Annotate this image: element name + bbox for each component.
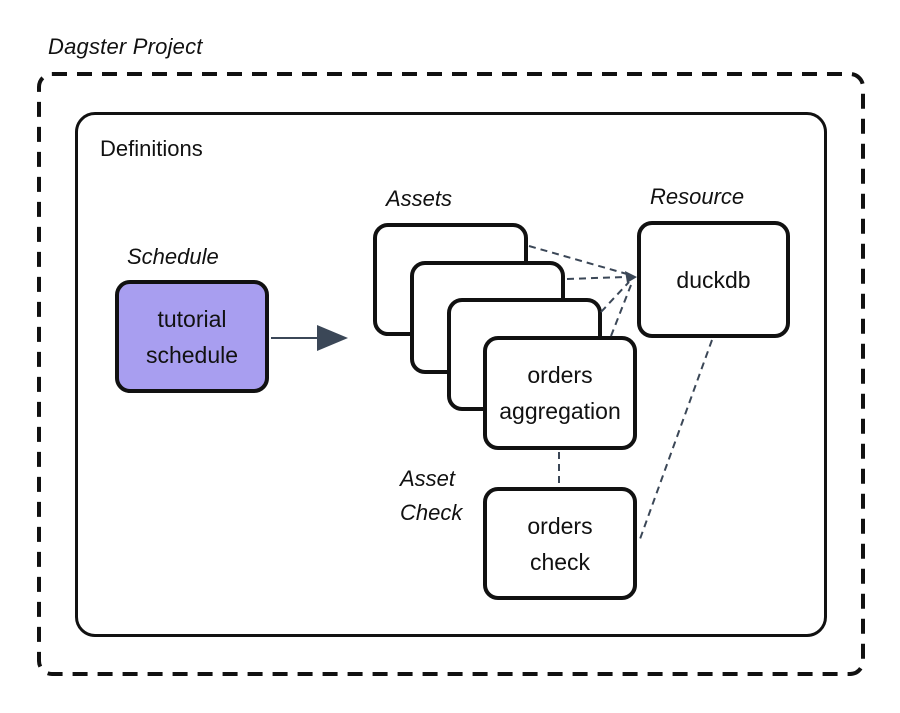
resource-label: Resource <box>650 184 745 209</box>
schedule-label: Schedule <box>127 244 219 269</box>
diagram-title: Dagster Project <box>48 34 203 59</box>
asset-check-label: Asset Check <box>400 466 463 525</box>
tutorial-schedule-node: tutorial schedule <box>115 280 269 393</box>
tutorial-schedule-node-label: tutorial schedule <box>145 305 239 368</box>
duckdb-node-label: duckdb <box>676 266 751 293</box>
orders-check-node-label: orders check <box>527 512 593 575</box>
duckdb-node: duckdb <box>637 221 790 338</box>
orders-check-node: orders check <box>483 487 637 600</box>
orders-aggregation-node: orders aggregation <box>483 336 637 450</box>
assets-label: Assets <box>386 186 453 211</box>
definitions-label: Definitions <box>100 136 203 161</box>
orders-aggregation-node-label: orders aggregation <box>499 362 621 424</box>
